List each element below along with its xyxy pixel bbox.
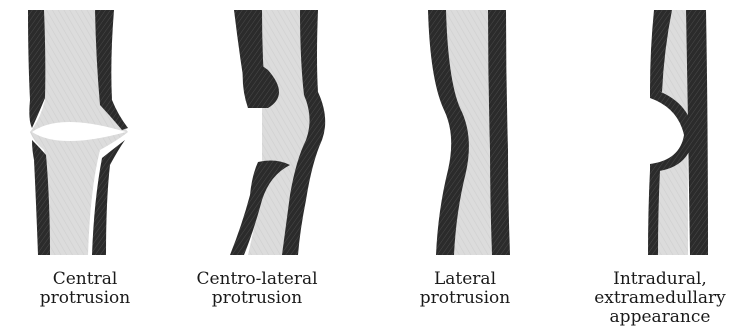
intradural-right-dark-band <box>686 10 708 255</box>
lateral-right-dark-band <box>488 10 510 255</box>
caption-lateral-line-2: protrusion <box>380 289 550 308</box>
caption-central: Central protrusion <box>0 270 170 308</box>
panel-central <box>28 10 128 255</box>
caption-intradural-line-1: Intradural, <box>575 270 743 289</box>
caption-intradural-line-3: appearance <box>575 308 743 327</box>
caption-centro-lateral-line-1: Centro-lateral <box>172 270 342 289</box>
caption-centro-lateral-line-2: protrusion <box>172 289 342 308</box>
caption-centro-lateral: Centro-lateral protrusion <box>172 270 342 308</box>
caption-lateral-line-1: Lateral <box>380 270 550 289</box>
panel-centro-lateral <box>230 10 325 255</box>
caption-central-line-2: protrusion <box>0 289 170 308</box>
panel-intradural <box>648 10 708 255</box>
panel-lateral <box>428 10 510 255</box>
caption-intradural: Intradural, extramedullary appearance <box>575 270 743 327</box>
caption-intradural-line-2: extramedullary <box>575 289 743 308</box>
caption-central-line-1: Central <box>0 270 170 289</box>
caption-lateral: Lateral protrusion <box>380 270 550 308</box>
